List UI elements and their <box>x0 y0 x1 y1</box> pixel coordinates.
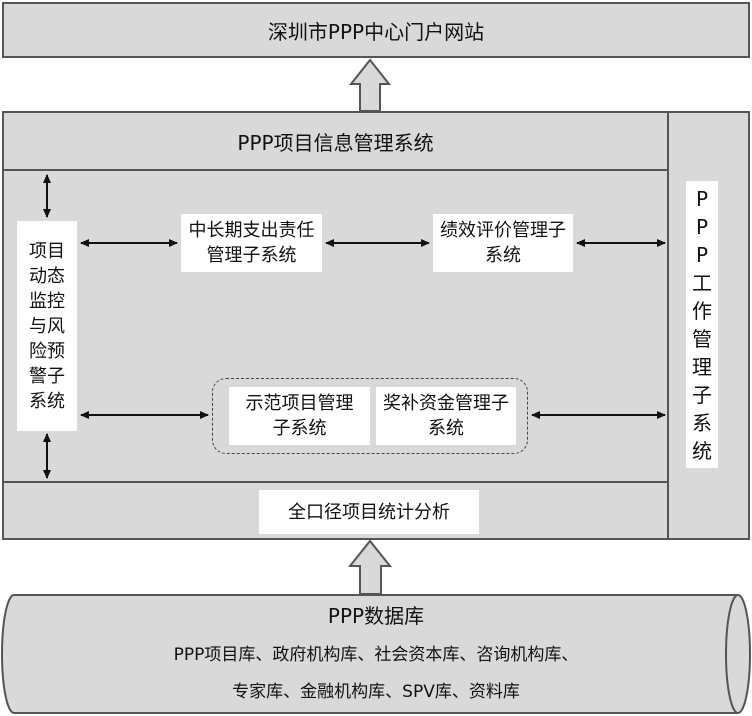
info-system-header: PPP项目信息管理系统 <box>4 113 667 171</box>
subsidy-subsystem-label: 奖补资金管理子系统 <box>383 393 509 439</box>
statistics-box: 全口径项目统计分析 <box>259 490 479 534</box>
long-term-subsystem-box: 中长期支出责任管理子系统 <box>181 214 322 272</box>
monitor-subsystem-box: 项目动态监控与风险预警子系统 <box>17 221 77 431</box>
block-arrow-up-portal <box>348 58 392 112</box>
info-system-panel <box>2 111 750 540</box>
subsidy-subsystem-box: 奖补资金管理子系统 <box>376 387 516 445</box>
work-mgmt-label: PPP工作管理子系统 <box>692 186 712 463</box>
statistics-row-divider <box>2 481 669 483</box>
database-title-box: PPP数据库 <box>14 598 738 630</box>
database-line2-box: 专家库、金融机构库、SPV库、资料库 <box>14 679 738 705</box>
demo-subsystem-label: 示范项目管理子系统 <box>245 393 354 439</box>
database-tables-line2: 专家库、金融机构库、SPV库、资料库 <box>232 682 520 702</box>
database-cylinder <box>1 594 751 714</box>
portal-title: 深圳市PPP中心门户网站 <box>267 19 485 44</box>
database-line1-box: PPP项目库、政府机构库、社会资本库、咨询机构库、 <box>14 642 738 668</box>
performance-subsystem-label: 绩效评价管理子系统 <box>440 220 566 266</box>
database-tables-line1: PPP项目库、政府机构库、社会资本库、咨询机构库、 <box>173 645 579 665</box>
long-term-subsystem-label: 中长期支出责任管理子系统 <box>188 220 315 266</box>
work-mgmt-column <box>667 111 669 540</box>
block-arrow-up-database <box>347 539 393 595</box>
performance-subsystem-box: 绩效评价管理子系统 <box>433 214 573 272</box>
info-system-title: PPP项目信息管理系统 <box>237 130 434 155</box>
monitor-subsystem-label: 项目动态监控与风险预警子系统 <box>29 240 65 412</box>
work-mgmt-box: PPP工作管理子系统 <box>686 181 718 468</box>
database-title: PPP数据库 <box>327 603 425 628</box>
statistics-label: 全口径项目统计分析 <box>288 501 450 523</box>
demo-subsystem-box: 示范项目管理子系统 <box>229 387 370 445</box>
portal-box: 深圳市PPP中心门户网站 <box>2 2 750 58</box>
demo-subsidy-group <box>212 378 528 454</box>
